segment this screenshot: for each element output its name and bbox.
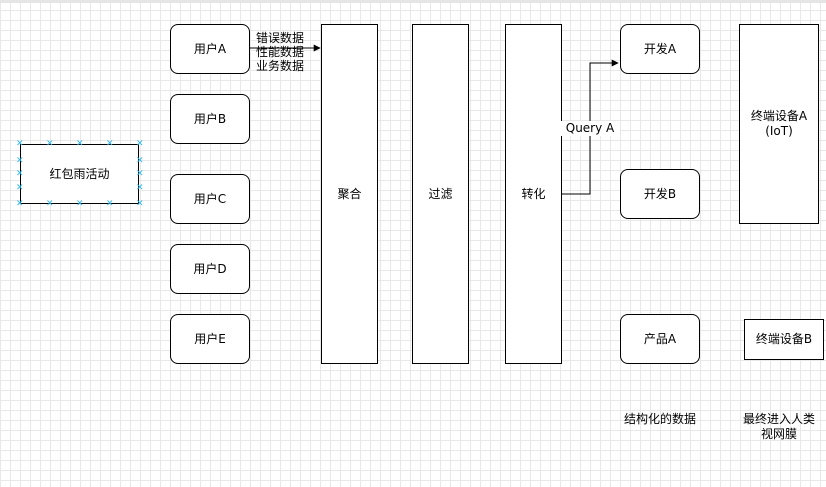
- x-handle-icon[interactable]: ✕: [136, 183, 144, 193]
- structured-data-caption: 结构化的数据: [623, 412, 696, 426]
- x-handle-icon[interactable]: ✕: [76, 199, 84, 209]
- user-node-d[interactable]: 用户D: [170, 244, 250, 294]
- user-node-e[interactable]: 用户E: [170, 314, 250, 364]
- activity-node[interactable]: 红包雨活动: [20, 144, 139, 204]
- user-label: 用户D: [193, 261, 227, 276]
- stage-aggregate[interactable]: 聚合: [321, 24, 378, 364]
- x-handle-icon[interactable]: ✕: [16, 169, 24, 179]
- retina-caption: 最终进入人类 视网膜: [734, 412, 824, 442]
- output-label: 开发A: [643, 41, 677, 56]
- stage-transform[interactable]: 转化: [505, 24, 562, 364]
- caption-line: 最终进入人类: [742, 412, 815, 426]
- edge-label-line: 性能数据: [256, 45, 305, 59]
- output-label: 产品A: [643, 331, 677, 346]
- top-toolbar-strip: [0, 0, 826, 3]
- user-node-a[interactable]: 用户A: [170, 24, 250, 74]
- user-node-c[interactable]: 用户C: [170, 174, 250, 224]
- x-handle-icon[interactable]: ✕: [46, 199, 54, 209]
- terminal-label: 终端设备A: [750, 109, 808, 123]
- activity-label: 红包雨活动: [49, 166, 110, 181]
- x-handle-icon[interactable]: ✕: [106, 199, 114, 209]
- terminal-a[interactable]: 终端设备A (IoT): [739, 24, 819, 224]
- x-handle-icon[interactable]: ✕: [76, 139, 84, 149]
- x-handle-icon[interactable]: ✕: [136, 139, 144, 149]
- output-product-a[interactable]: 产品A: [620, 314, 700, 364]
- user-label: 用户E: [194, 331, 226, 346]
- output-dev-b[interactable]: 开发B: [620, 169, 700, 219]
- stage-label: 过滤: [428, 186, 453, 201]
- x-handle-icon[interactable]: ✕: [16, 183, 24, 193]
- x-handle-icon[interactable]: ✕: [136, 169, 144, 179]
- x-handle-icon[interactable]: ✕: [16, 199, 24, 209]
- stage-filter[interactable]: 过滤: [412, 24, 469, 364]
- x-handle-icon[interactable]: ✕: [136, 199, 144, 209]
- user-label: 用户A: [193, 41, 227, 56]
- edge-label-line: 业务数据: [256, 59, 305, 73]
- x-handle-icon[interactable]: ✕: [16, 156, 24, 166]
- output-label: 开发B: [643, 186, 677, 201]
- x-handle-icon[interactable]: ✕: [136, 156, 144, 166]
- caption-line: 视网膜: [760, 427, 797, 441]
- x-handle-icon[interactable]: ✕: [46, 139, 54, 149]
- stage-label: 转化: [521, 186, 546, 201]
- user-node-b[interactable]: 用户B: [170, 94, 250, 144]
- edge-label-line: 错误数据: [256, 31, 305, 45]
- output-dev-a[interactable]: 开发A: [620, 24, 700, 74]
- query-edge-label: Query A: [560, 121, 620, 136]
- data-types-label: 错误数据 性能数据 业务数据: [256, 31, 304, 73]
- terminal-sublabel: (IoT): [765, 124, 793, 138]
- user-label: 用户B: [193, 111, 227, 126]
- terminal-label: 终端设备B: [755, 332, 813, 346]
- stage-label: 聚合: [337, 186, 362, 201]
- x-handle-icon[interactable]: ✕: [106, 139, 114, 149]
- x-handle-icon[interactable]: ✕: [16, 139, 24, 149]
- terminal-b[interactable]: 终端设备B: [744, 319, 824, 360]
- user-label: 用户C: [193, 191, 227, 206]
